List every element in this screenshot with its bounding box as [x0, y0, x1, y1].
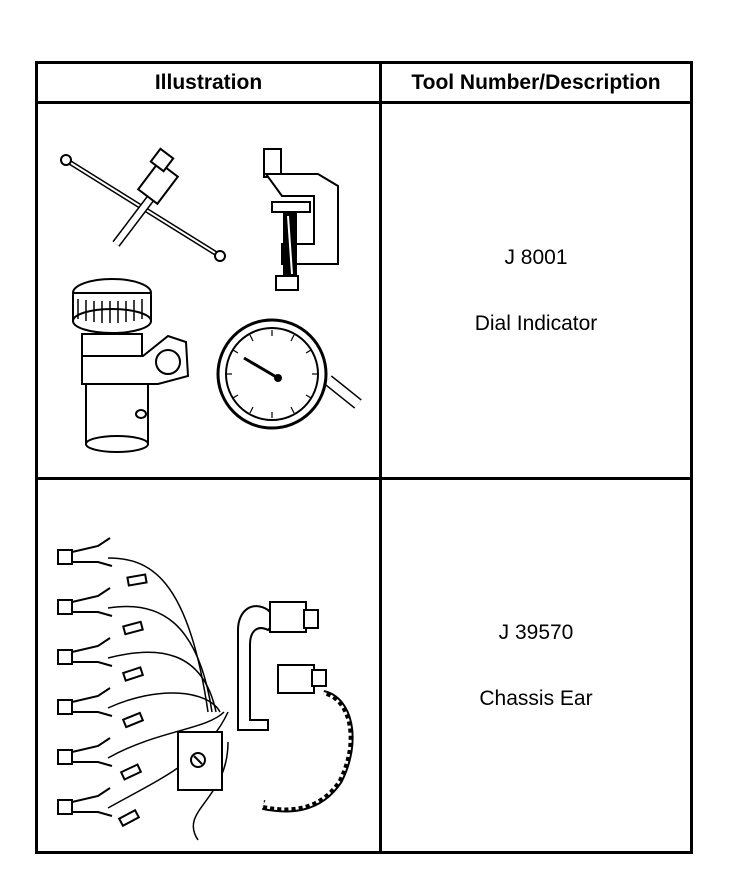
header-illustration: Illustration [38, 64, 382, 104]
chassis-ear-harness-icon [57, 537, 354, 841]
header-tool-description: Tool Number/Description [382, 64, 690, 104]
illustration-dial-indicator [38, 104, 382, 480]
tool-table: Illustration Tool Number/Description [35, 61, 693, 854]
tool-description: Dial Indicator [474, 311, 598, 335]
description-cell-j8001: J 8001 Dial Indicator [382, 104, 690, 480]
tool-number: J 8001 [504, 245, 568, 269]
description-cell-j39570: J 39570 Chassis Ear [382, 480, 690, 851]
tool-number: J 39570 [498, 620, 574, 644]
tool-description: Chassis Ear [479, 686, 593, 710]
dial-indicator-set-icon [60, 147, 362, 453]
illustration-chassis-ear [38, 480, 382, 851]
